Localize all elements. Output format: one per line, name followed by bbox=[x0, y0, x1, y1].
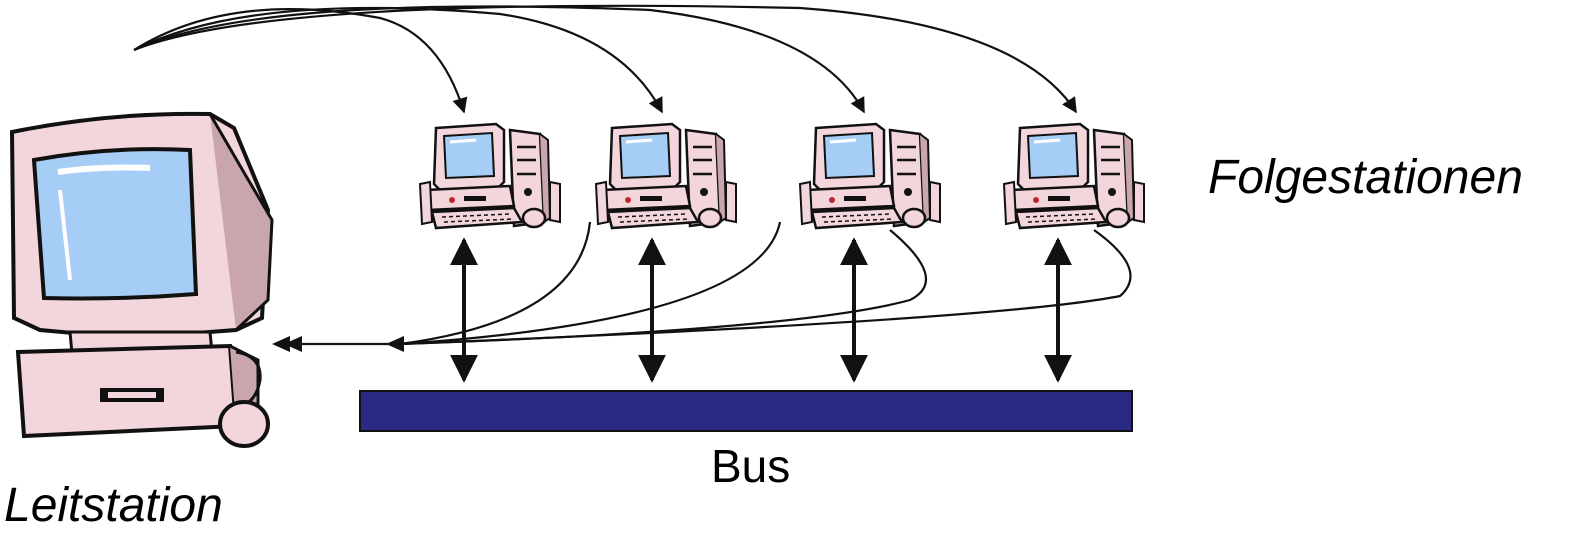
bus-connectors bbox=[450, 237, 1072, 383]
master-label: Leitstation bbox=[4, 479, 223, 532]
response-arrows bbox=[288, 221, 1132, 346]
response-curve-2 bbox=[399, 221, 782, 346]
bus-label: Bus bbox=[711, 440, 791, 492]
slave-computer-icon-3 bbox=[798, 122, 942, 230]
slaves-label: Folgestationen bbox=[1208, 151, 1523, 204]
master-computer-icon bbox=[9, 111, 274, 448]
arrowhead-master-2 bbox=[284, 336, 302, 352]
response-curve-1 bbox=[399, 221, 592, 346]
request-arrow-3 bbox=[133, 5, 865, 114]
request-arrow-2 bbox=[133, 6, 663, 114]
slave-computer-icon-2 bbox=[594, 122, 738, 230]
bus-bar bbox=[359, 390, 1133, 432]
slave-computer-icon-4 bbox=[1002, 122, 1146, 230]
arrowhead-master-3 bbox=[386, 336, 404, 352]
arrowhead-master-1 bbox=[272, 336, 290, 352]
request-arrow-1 bbox=[133, 8, 468, 114]
request-arrows bbox=[133, 4, 1077, 114]
slave-computer-icon-1 bbox=[418, 122, 562, 230]
response-curve-4 bbox=[399, 229, 1132, 346]
request-arrow-4 bbox=[133, 4, 1077, 114]
